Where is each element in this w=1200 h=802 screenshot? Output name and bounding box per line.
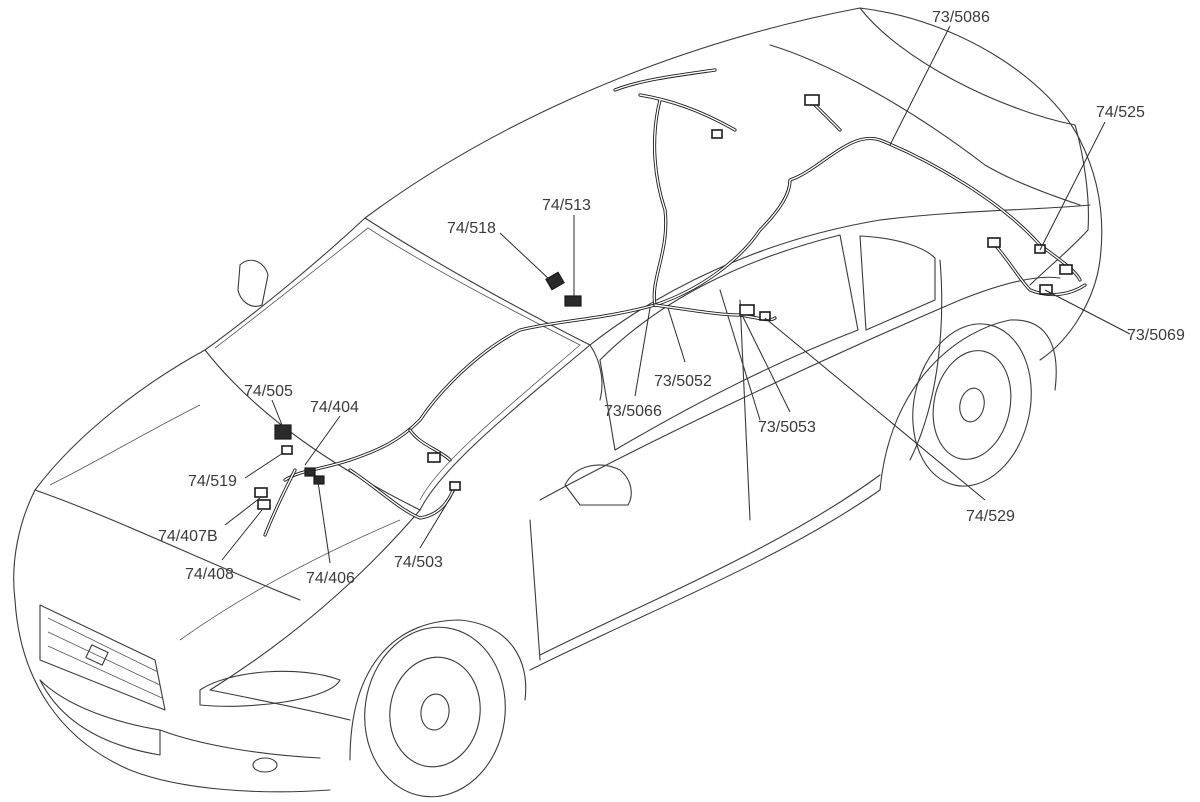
leader-74-404	[304, 415, 341, 466]
leader-74-407b	[224, 497, 261, 526]
leader-73-5066	[634, 307, 651, 397]
callout-73-5069: 73/5069	[1127, 327, 1185, 344]
callout-73-5066: 73/5066	[604, 403, 662, 420]
leader-74-503	[419, 489, 456, 549]
leader-74-505	[271, 399, 283, 426]
leader-73-5086	[889, 25, 951, 146]
leader-74-519	[244, 452, 284, 479]
callout-73-5052: 73/5052	[654, 373, 712, 390]
callout-74-406: 74/406	[306, 570, 355, 587]
car-body-outline	[13, 7, 1103, 798]
callout-74-404: 74/404	[310, 399, 359, 416]
callout-74-518: 74/518	[447, 220, 496, 237]
callout-74-505: 74/505	[244, 383, 293, 400]
leader-73-5069	[1044, 289, 1131, 335]
connectors	[254, 94, 1073, 510]
leader-74-525	[1039, 121, 1106, 251]
callout-74-519: 74/519	[188, 473, 237, 490]
callout-74-525: 74/525	[1096, 104, 1145, 121]
callout-74-513: 74/513	[542, 197, 591, 214]
leader-lines	[221, 25, 1131, 564]
callout-74-408: 74/408	[185, 566, 234, 583]
leader-74-406	[317, 481, 331, 564]
callout-labels: 73/5086 74/525 73/5069 74/513 74/518 74/…	[158, 9, 1185, 587]
leader-74-408	[221, 509, 263, 561]
callout-74-503: 74/503	[394, 554, 443, 571]
leader-73-5052	[667, 307, 686, 363]
callout-73-5086: 73/5086	[932, 9, 990, 26]
callout-74-529: 74/529	[966, 508, 1015, 525]
leader-74-518	[499, 232, 551, 281]
wiring-harness	[263, 68, 1087, 537]
callout-73-5053: 73/5053	[758, 419, 816, 436]
leader-73-5053	[741, 314, 791, 413]
callout-74-407b: 74/407B	[158, 528, 218, 545]
leader-74-529	[764, 317, 986, 501]
